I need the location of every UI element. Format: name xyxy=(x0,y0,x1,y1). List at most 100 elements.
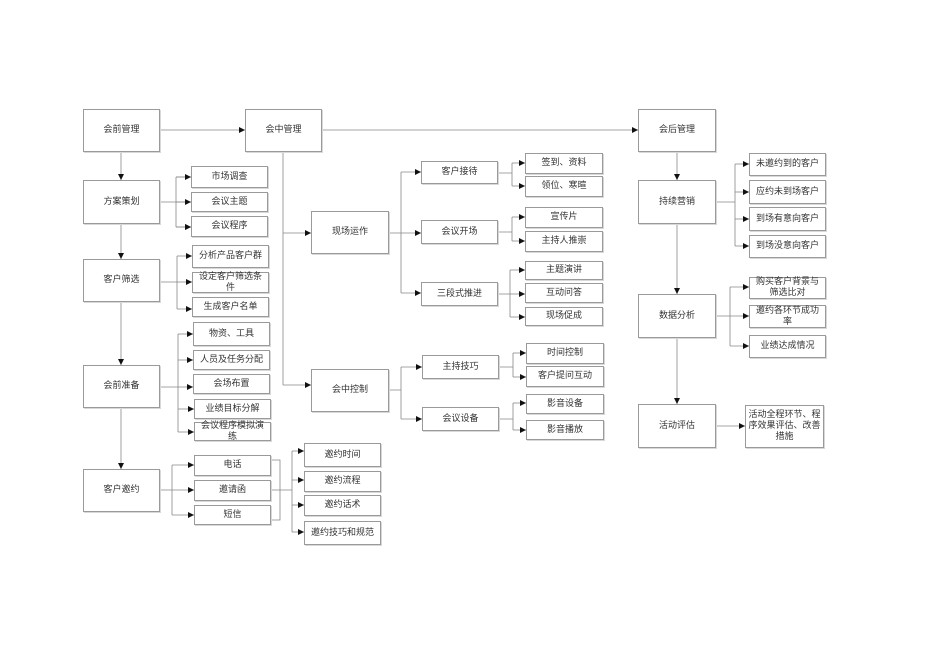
node-invite-detail: 邀约流程 xyxy=(304,471,381,492)
node-marketing-item: 到场没意向客户 xyxy=(749,235,826,258)
node-label: 人员及任务分配 xyxy=(199,354,263,365)
node-push-item: 现场促成 xyxy=(525,307,603,326)
node-label: 应约未到场客户 xyxy=(755,186,819,197)
node-label: 未邀约到的客户 xyxy=(755,159,819,170)
node-label: 邀约流程 xyxy=(324,476,361,487)
node-control: 会中控制 xyxy=(311,369,389,412)
node-reception: 客户接待 xyxy=(421,161,498,184)
node-reception-item: 签到、资料 xyxy=(525,153,603,174)
node-hosting: 主持技巧 xyxy=(422,355,499,379)
node-label: 主持人推崇 xyxy=(541,236,587,247)
node-pre-meeting: 会前管理 xyxy=(83,109,160,152)
node-screen-item: 分析产品客户群 xyxy=(192,245,269,268)
node-screen-item: 生成客户名单 xyxy=(192,297,269,317)
node-label: 数据分析 xyxy=(658,310,695,321)
node-label: 会场布置 xyxy=(213,378,250,389)
node-label: 影音设备 xyxy=(546,398,583,409)
node-marketing: 持续营销 xyxy=(638,180,716,224)
node-label: 市场调查 xyxy=(211,171,248,182)
node-analysis-item: 业绩达成情况 xyxy=(749,335,826,358)
node-label: 会议设备 xyxy=(442,413,479,424)
node-label: 会前准备 xyxy=(103,381,140,392)
node-label: 领位、寒暄 xyxy=(541,181,587,192)
node-label: 会后管理 xyxy=(658,125,695,136)
node-plan-item: 会议主题 xyxy=(191,192,268,212)
node-hosting-item: 客户提问互动 xyxy=(526,366,604,387)
node-label: 主持技巧 xyxy=(442,361,479,372)
node-label: 邀约各环节成功率 xyxy=(755,305,819,327)
node-label: 会前管理 xyxy=(103,125,140,136)
node-label: 设定客户筛选条件 xyxy=(198,271,262,293)
node-label: 会议程序 xyxy=(211,221,248,232)
node-label: 会议开场 xyxy=(441,226,478,237)
node-label: 主题演讲 xyxy=(545,265,582,276)
node-label: 活动全程环节、程序效果评估、改善措施 xyxy=(748,410,821,442)
node-label: 签到、资料 xyxy=(541,158,587,169)
node-plan-item: 市场调查 xyxy=(191,166,268,188)
node-label: 客户提问互动 xyxy=(537,371,592,382)
node-label: 业绩目标分解 xyxy=(205,403,260,414)
node-screen: 客户筛选 xyxy=(83,259,160,302)
node-label: 方案策划 xyxy=(103,196,140,207)
node-push-item: 主题演讲 xyxy=(525,261,603,280)
node-evaluation: 活动评估 xyxy=(638,404,716,448)
node-invite: 客户邀约 xyxy=(83,469,160,512)
node-label: 物资、工具 xyxy=(208,328,254,339)
node-mid-meeting: 会中管理 xyxy=(245,109,322,152)
node-prep: 会前准备 xyxy=(83,365,160,408)
node-prep-item: 物资、工具 xyxy=(193,322,270,346)
node-prep-item: 人员及任务分配 xyxy=(193,350,270,370)
node-marketing-item: 应约未到场客户 xyxy=(749,180,826,204)
node-label: 客户接待 xyxy=(441,167,478,178)
node-label: 客户邀约 xyxy=(103,485,140,496)
node-plan-item: 会议程序 xyxy=(191,216,268,237)
node-invite-item: 短信 xyxy=(194,505,271,525)
node-reception-item: 领位、寒暄 xyxy=(525,176,603,197)
node-push: 三段式推进 xyxy=(421,282,498,306)
node-prep-item: 业绩目标分解 xyxy=(194,399,271,419)
node-invite-detail: 邀约技巧和规范 xyxy=(304,521,381,545)
node-label: 邀约技巧和规范 xyxy=(310,527,374,538)
node-evaluation-item: 活动全程环节、程序效果评估、改善措施 xyxy=(745,405,824,448)
node-label: 宣传片 xyxy=(550,212,578,223)
node-equipment-item: 影音设备 xyxy=(526,394,604,414)
node-invite-detail: 邀约话术 xyxy=(304,495,381,516)
node-label: 业绩达成情况 xyxy=(760,341,815,352)
node-label: 电话 xyxy=(223,460,242,471)
node-analysis-item: 邀约各环节成功率 xyxy=(749,305,826,328)
node-label: 邀约话术 xyxy=(324,500,361,511)
node-label: 客户筛选 xyxy=(103,275,140,286)
node-label: 分析产品客户群 xyxy=(198,251,262,262)
node-opening: 会议开场 xyxy=(421,220,498,244)
node-post-meeting: 会后管理 xyxy=(638,109,716,152)
node-equipment-item: 影音播放 xyxy=(526,420,604,440)
node-marketing-item: 未邀约到的客户 xyxy=(749,153,826,176)
node-label: 邀约时间 xyxy=(324,449,361,460)
node-label: 时间控制 xyxy=(546,348,583,359)
node-onsite: 现场运作 xyxy=(311,211,389,254)
node-equipment: 会议设备 xyxy=(422,407,499,431)
node-invite-detail: 邀约时间 xyxy=(304,443,381,467)
node-label: 互动问答 xyxy=(545,287,582,298)
node-label: 会中控制 xyxy=(331,385,368,396)
node-hosting-item: 时间控制 xyxy=(526,343,604,364)
node-prep-item: 会场布置 xyxy=(193,374,270,394)
node-opening-item: 宣传片 xyxy=(525,207,603,228)
node-push-item: 互动问答 xyxy=(525,283,603,303)
node-marketing-item: 到场有意向客户 xyxy=(749,207,826,231)
node-label: 到场有意向客户 xyxy=(755,213,819,224)
node-screen-item: 设定客户筛选条件 xyxy=(192,272,269,293)
node-label: 短信 xyxy=(223,509,242,520)
node-label: 会中管理 xyxy=(265,125,302,136)
node-label: 会议主题 xyxy=(211,196,248,207)
node-label: 持续营销 xyxy=(658,196,695,207)
node-label: 现场促成 xyxy=(545,311,582,322)
node-plan: 方案策划 xyxy=(83,180,160,224)
node-analysis: 数据分析 xyxy=(638,294,716,338)
node-invite-item: 电话 xyxy=(194,455,271,476)
node-label: 影音播放 xyxy=(546,424,583,435)
node-analysis-item: 购买客户背景与筛选比对 xyxy=(749,277,826,299)
node-label: 现场运作 xyxy=(331,227,368,238)
node-label: 到场没意向客户 xyxy=(755,241,819,252)
